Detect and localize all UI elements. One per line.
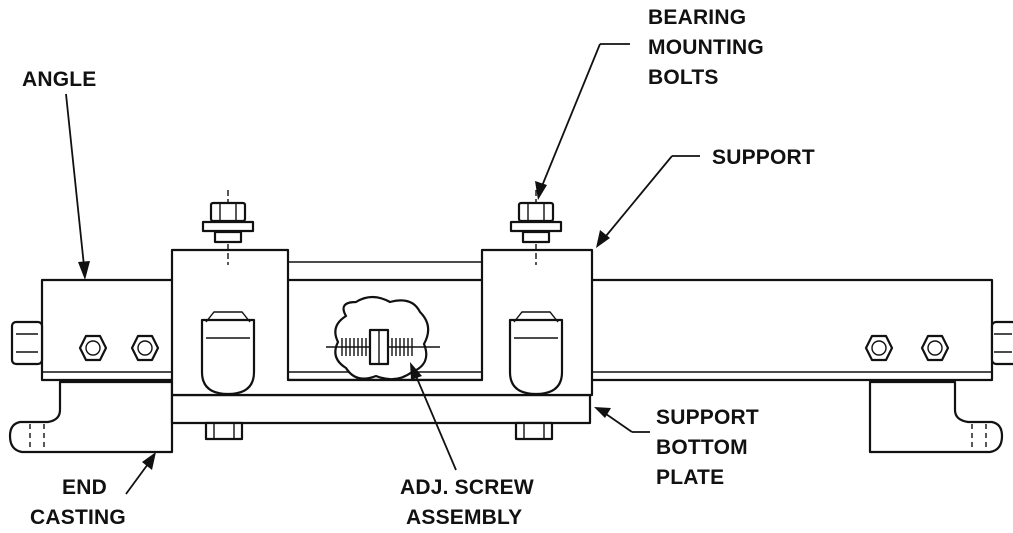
leader-support-bottom-plate [594,407,650,433]
label-bearing-mounting-bolts: BEARING MOUNTING BOLTS [648,6,764,89]
leader-end-casting [125,452,156,495]
label-bearing-line-1: BEARING [648,6,746,29]
hex-nut-left-1 [78,334,108,362]
leader-angle [65,93,90,280]
label-end-casting-line-1: END [62,476,107,499]
label-end-casting: END CASTING [30,476,126,529]
label-end-casting-line-2: CASTING [30,506,126,529]
label-sbp-line-3: PLATE [656,466,724,489]
hex-nut-left-2 [130,334,160,362]
label-sbp-line-2: BOTTOM [656,436,748,459]
label-bearing-line-2: MOUNTING [648,36,764,59]
left-end-screw [10,320,44,366]
support-body [170,248,594,397]
bearing-slot-left [200,311,256,396]
bottom-bolt-left [204,421,244,441]
label-sbp-line-1: SUPPORT [656,406,759,429]
label-angle: ANGLE [22,68,97,91]
leader-adj-screw [410,362,457,471]
hex-nut-right-2 [920,334,950,362]
adj-screw-assembly [326,295,440,381]
label-support-bottom-plate: SUPPORT BOTTOM PLATE [656,406,759,489]
label-adj-line-2: ASSEMBLY [406,506,522,529]
bottom-bolt-right [514,421,554,441]
support-bottom-plate [170,393,592,425]
hex-nut-right-1 [864,334,894,362]
label-support: SUPPORT [712,146,815,169]
label-bearing-line-3: BOLTS [648,66,719,89]
bearing-mounting-bolt-left [201,190,255,265]
right-end-casting [868,380,1004,454]
bearing-mounting-bolt-right [509,190,563,265]
label-adj-line-1: ADJ. SCREW [400,476,534,499]
leader-bearing-mounting-bolts [535,43,630,200]
screw-thread-left [341,338,367,356]
label-adj-screw-assembly: ADJ. SCREW ASSEMBLY [400,476,534,529]
bearing-slot-right [508,311,564,396]
leader-support [596,155,700,248]
right-end-screw [990,320,1013,366]
left-end-casting [8,380,174,454]
screw-thread-right [391,338,413,356]
